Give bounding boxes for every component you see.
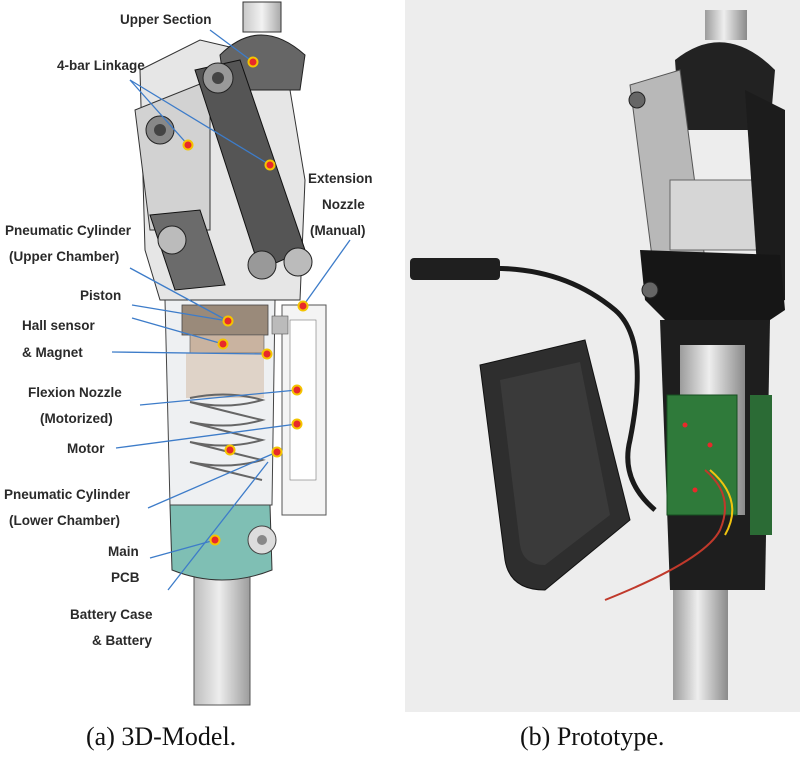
side-tube-inner	[289, 319, 317, 481]
marker-hall-sensor	[217, 338, 229, 350]
left-plate-bolt-core	[154, 124, 166, 136]
linkage-pivot-bottom	[247, 250, 277, 280]
label-battery-line1: Battery Case	[70, 607, 153, 622]
part-markers	[182, 56, 309, 546]
nozzle-fitting	[271, 315, 289, 335]
green-pcb	[666, 394, 738, 516]
linkage-pivot-top-core	[212, 72, 224, 84]
model-3d-panel: Upper Section 4-bar Linkage Extension No…	[0, 0, 395, 712]
marker-extension-nozzle	[297, 300, 309, 312]
front-pivot	[283, 247, 313, 277]
label-piston: Piston	[80, 288, 121, 303]
battery-case	[169, 504, 273, 581]
label-pneumatic-upper-line1: Pneumatic Cylinder	[5, 223, 132, 238]
label-pneumatic-lower-line2: (Lower Chamber)	[9, 513, 120, 528]
label-motor: Motor	[67, 441, 105, 456]
pcb-leds	[682, 422, 713, 493]
model-3d-drawing: Upper Section 4-bar Linkage Extension No…	[4, 1, 373, 706]
side-pcb	[750, 395, 772, 535]
lower-shaft	[193, 564, 251, 706]
label-four-bar-linkage: 4-bar Linkage	[57, 58, 145, 73]
ribbon-wires	[604, 469, 726, 601]
label-pneumatic-lower-line1: Pneumatic Cylinder	[4, 487, 131, 502]
spring	[189, 393, 266, 481]
label-hall-sensor-line1: Hall sensor	[22, 318, 96, 333]
marker-piston	[222, 315, 234, 327]
label-hall-sensor-line2: & Magnet	[22, 345, 83, 360]
marker-linkage-a	[182, 139, 194, 151]
label-battery-line2: & Battery	[92, 633, 153, 648]
plate-bolt-top	[628, 91, 646, 109]
label-upper-section: Upper Section	[120, 12, 212, 27]
marker-motor	[291, 418, 303, 430]
label-pneumatic-upper-line2: (Upper Chamber)	[9, 249, 119, 264]
marker-flexion-nozzle	[291, 384, 303, 396]
marker-pcb-bracket	[271, 446, 283, 458]
label-extension-line3: (Manual)	[310, 223, 366, 238]
battery-case-inner	[500, 362, 610, 565]
label-main-pcb-line1: Main	[108, 544, 139, 559]
marker-linkage-b	[264, 159, 276, 171]
caption-3d-model: (a) 3D-Model.	[86, 722, 237, 751]
steel-crossbar	[669, 179, 766, 251]
plate-bolt-bottom	[641, 281, 659, 299]
label-extension-line2: Nozzle	[322, 197, 365, 212]
label-main-pcb-line2: PCB	[111, 570, 140, 585]
ribbon-wire-yellow	[709, 469, 734, 536]
caption-prototype: (b) Prototype.	[520, 722, 665, 751]
marker-lower-chamber	[224, 444, 236, 456]
cable-connector	[410, 258, 500, 280]
prototype-photo	[405, 0, 800, 712]
marker-upper-section	[247, 56, 259, 68]
label-extension-line1: Extension	[308, 171, 373, 186]
bottom-joint-pin	[257, 535, 267, 545]
label-flexion-line1: Flexion Nozzle	[28, 385, 122, 400]
prototype-shaft	[673, 590, 728, 700]
rear-pivot	[157, 225, 187, 255]
marker-magnet	[261, 348, 273, 360]
cable	[464, 265, 657, 512]
label-flexion-line2: (Motorized)	[40, 411, 113, 426]
knee-body	[640, 250, 785, 330]
upper-adapter	[242, 1, 282, 33]
marker-main-pcb	[209, 534, 221, 546]
prototype-photo-panel	[405, 0, 800, 712]
piston-rod-area	[186, 353, 264, 398]
prototype-adapter	[705, 10, 747, 40]
leader-lines	[111, 29, 351, 591]
